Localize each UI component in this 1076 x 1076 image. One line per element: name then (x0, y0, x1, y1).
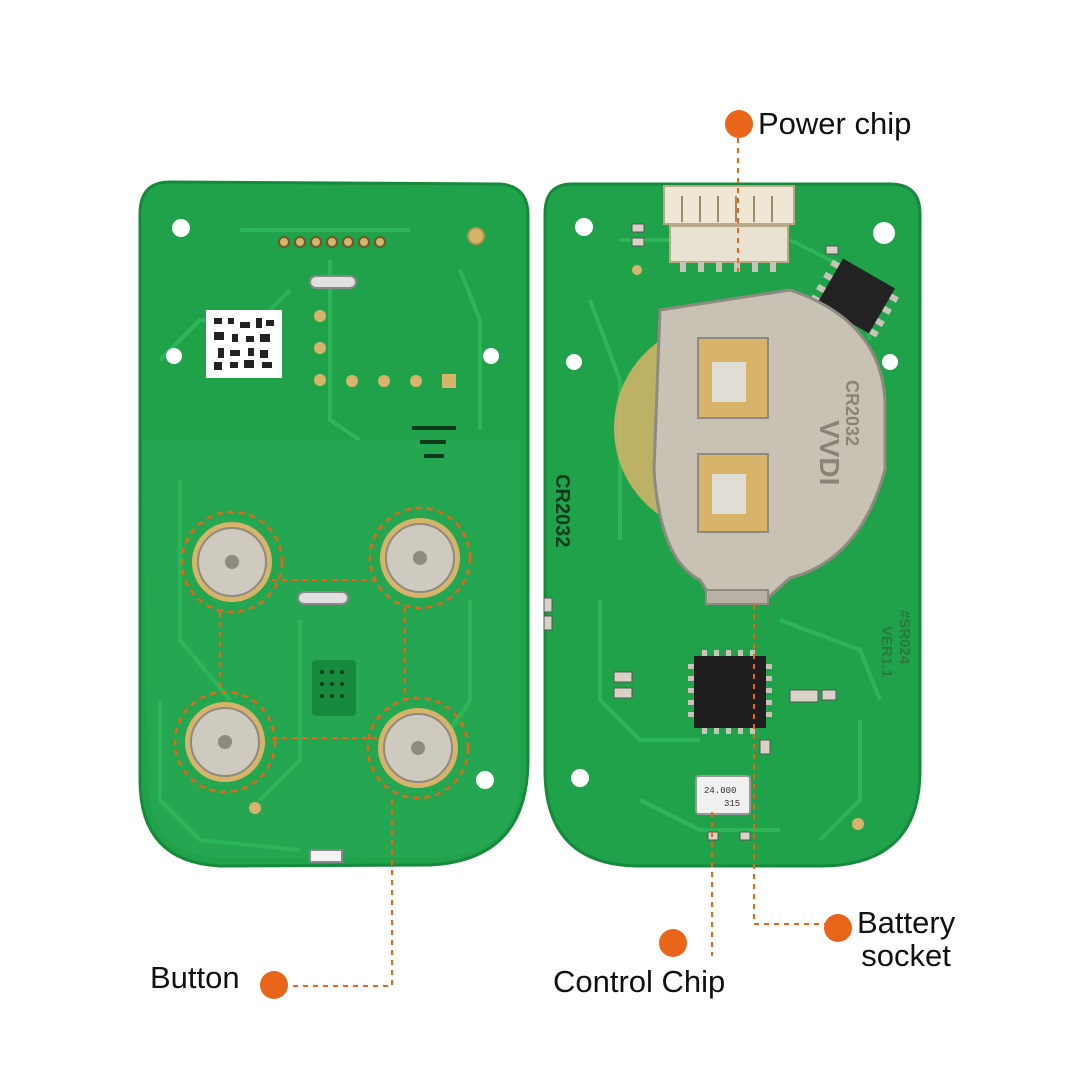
battery-socket-label-line-1: Battery (857, 905, 956, 940)
battery-socket-label-line-2: socket (861, 937, 951, 973)
button-dome-top-right (368, 506, 472, 610)
cr-label: CR2032 (551, 474, 573, 547)
crystal-marking-1: 24.000 (704, 786, 736, 796)
crystal-oscillator (695, 775, 751, 815)
battery-socket-label: Battery socket (857, 905, 956, 973)
qr-code-sticker (206, 310, 282, 378)
control-chip (688, 650, 772, 734)
version-line-1: #SR024 (896, 610, 913, 665)
control-chip-label: Control Chip (553, 964, 726, 999)
control-chip-marker (659, 929, 687, 957)
power-chip-marker (725, 110, 753, 138)
coin-brand: VVDI (814, 420, 845, 485)
crystal-marking-2: 315 (724, 799, 740, 809)
button-link-lines (219, 579, 406, 739)
button-dome-bottom-right (366, 696, 470, 800)
button-marker (260, 971, 288, 999)
power-connector (663, 185, 795, 272)
power-chip-label: Power chip (758, 106, 912, 141)
smd-components (543, 223, 839, 841)
header-pins (278, 236, 386, 248)
button-dome-bottom-left (173, 690, 277, 794)
button-label: Button (150, 960, 240, 995)
version-line-2: VER1.1 (878, 626, 895, 678)
battery-socket-marker (824, 914, 852, 942)
button-dome-top-left (180, 510, 284, 614)
callout-markers (260, 110, 852, 999)
callout-leader-lines (290, 138, 830, 987)
coin-model: CR2032 (842, 380, 862, 446)
battery-socket (614, 288, 887, 605)
